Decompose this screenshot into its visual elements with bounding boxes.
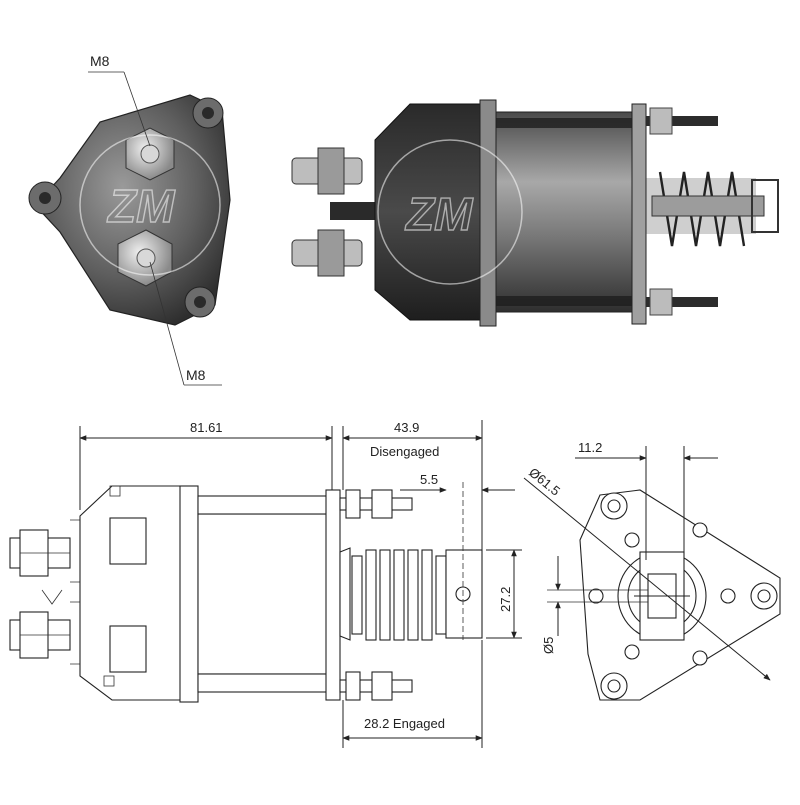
watermark-logo-left: ZM — [106, 180, 176, 232]
photo-side-view: ZM — [291, 99, 779, 327]
dim-flange-diameter: Ø61.5 — [526, 465, 563, 499]
drawing-side-view: 81.61 43.9 Disengaged 5.5 27.2 28.2 Enga… — [9, 420, 522, 748]
photo-end-view: ZM M8 M8 — [28, 53, 231, 386]
dim-plunger-height: 27.2 — [498, 587, 513, 612]
dim-hole-diameter: Ø5 — [541, 637, 556, 654]
watermark-circle-left: ZM — [79, 134, 221, 276]
dim-plunger-travel: 43.9 — [394, 420, 419, 435]
watermark-logo-right: ZM — [404, 188, 474, 240]
dim-eye-offset: 5.5 — [420, 472, 438, 487]
terminal-nut-top — [125, 127, 175, 181]
watermark-circle-right: ZM — [377, 139, 523, 285]
terminal-label-top: M8 — [90, 53, 110, 69]
terminal-label-bottom: M8 — [186, 367, 206, 383]
dim-engaged: 28.2 Engaged — [364, 716, 445, 731]
dim-body-length: 81.61 — [190, 420, 223, 435]
bellows — [351, 549, 447, 641]
dim-mount-offset: 11.2 — [578, 440, 602, 455]
dim-disengaged: Disengaged — [370, 444, 439, 459]
drawing-end-view: 11.2 Ø61.5 Ø5 — [523, 440, 781, 701]
